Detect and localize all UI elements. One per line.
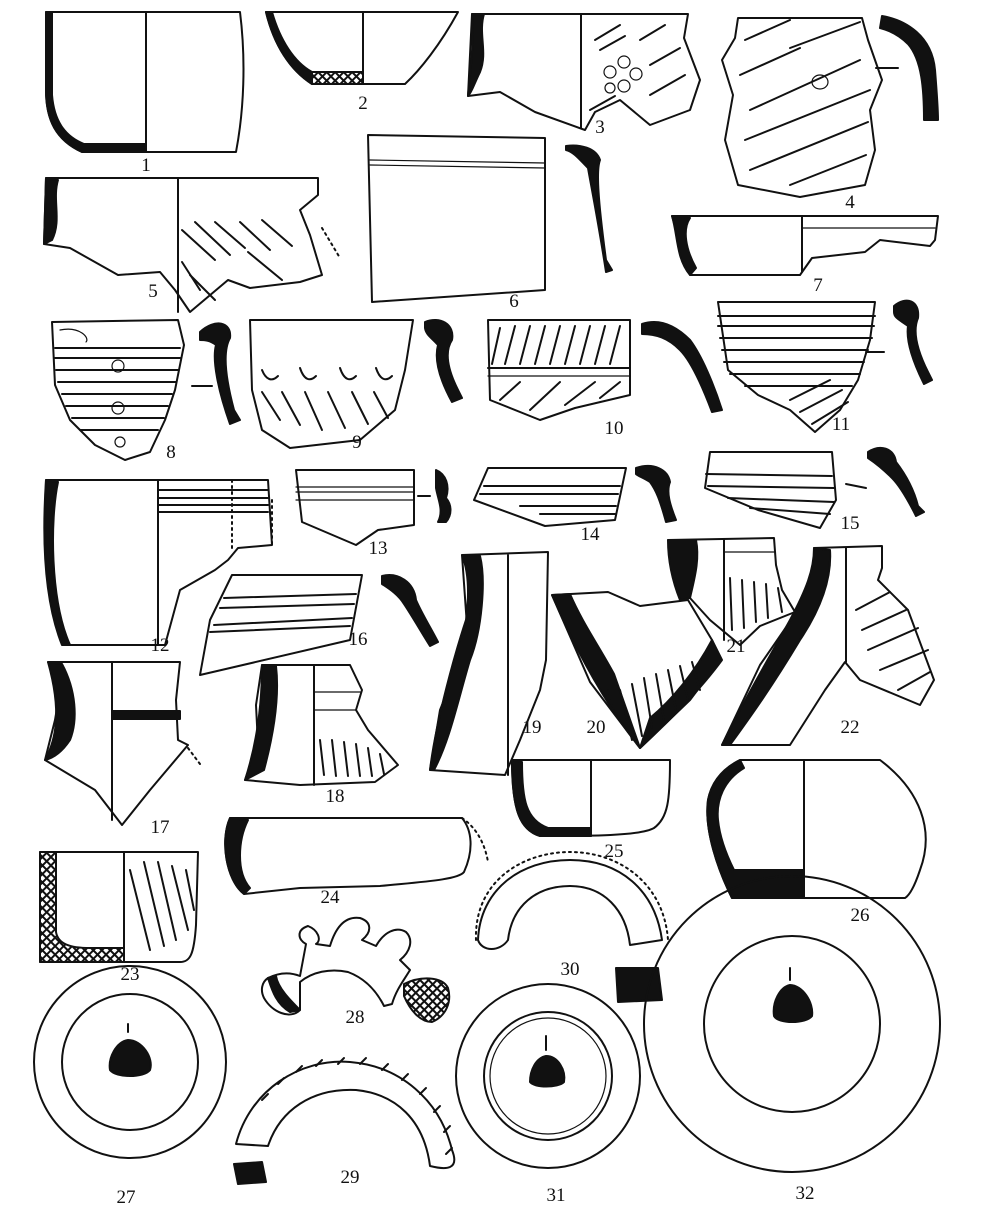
vessel-10 — [487, 319, 723, 421]
vessel-14 — [473, 464, 677, 527]
figure-number-23: 23 — [120, 964, 140, 985]
figure-number-9: 9 — [352, 432, 362, 453]
vessel-26 — [706, 759, 927, 899]
vessel-15 — [704, 446, 925, 529]
vessel-31 — [455, 983, 641, 1169]
figure-number-30: 30 — [560, 959, 580, 980]
figure-number-7: 7 — [813, 275, 823, 296]
figure-number-21: 21 — [726, 636, 746, 657]
vessel-12 — [43, 479, 273, 646]
vessel-17 — [44, 661, 201, 826]
vessel-28 — [260, 916, 451, 1023]
vessel-3 — [467, 13, 701, 131]
figure-number-27: 27 — [116, 1187, 136, 1208]
vessel-13 — [295, 469, 452, 546]
figure-number-6: 6 — [509, 291, 519, 312]
figure-number-28: 28 — [345, 1007, 365, 1028]
vessel-20 — [551, 591, 723, 749]
figure-number-2: 2 — [358, 93, 368, 114]
figure-number-12: 12 — [150, 635, 170, 656]
figure-number-15: 15 — [840, 513, 860, 534]
vessel-32 — [643, 875, 941, 1173]
vessel-11 — [717, 299, 933, 433]
figure-number-19: 19 — [522, 717, 542, 738]
figure-number-22: 22 — [840, 717, 860, 738]
vessel-6 — [367, 134, 613, 303]
figure-number-31: 31 — [546, 1185, 566, 1206]
figure-number-3: 3 — [595, 117, 605, 138]
figure-number-25: 25 — [604, 841, 624, 862]
figure-number-24: 24 — [320, 887, 340, 908]
figure-number-16: 16 — [348, 629, 368, 650]
figure-number-8: 8 — [166, 442, 176, 463]
figure-number-13: 13 — [368, 538, 388, 559]
vessel-4 — [721, 15, 939, 198]
vessel-29 — [233, 1057, 456, 1185]
figure-number-4: 4 — [845, 192, 855, 213]
vessel-1 — [45, 11, 245, 153]
figure-number-17: 17 — [150, 817, 170, 838]
figure-number-20: 20 — [586, 717, 606, 738]
vessel-24 — [224, 817, 489, 895]
vessel-25 — [511, 759, 671, 837]
vessel-18 — [244, 664, 399, 786]
figure-number-32: 32 — [795, 1183, 815, 1204]
vessel-5 — [43, 177, 341, 313]
figure-number-18: 18 — [325, 786, 345, 807]
vessel-27 — [33, 965, 227, 1159]
vessel-7 — [671, 215, 939, 276]
vessel-9 — [249, 319, 463, 449]
figure-number-14: 14 — [580, 524, 600, 545]
vessel-22 — [721, 545, 935, 746]
figure-number-10: 10 — [604, 418, 624, 439]
vessel-19 — [429, 551, 549, 776]
vessel-16 — [199, 574, 439, 676]
figure-number-5: 5 — [148, 281, 158, 302]
vessel-8 — [51, 319, 241, 461]
figure-number-29: 29 — [340, 1167, 360, 1188]
vessel-23 — [39, 851, 199, 963]
vessel-30 — [474, 851, 669, 1003]
vessel-21 — [667, 537, 796, 646]
figure-number-11: 11 — [831, 414, 851, 435]
figure-number-26: 26 — [850, 905, 870, 926]
figure-number-1: 1 — [141, 155, 151, 176]
vessel-2 — [265, 11, 459, 85]
